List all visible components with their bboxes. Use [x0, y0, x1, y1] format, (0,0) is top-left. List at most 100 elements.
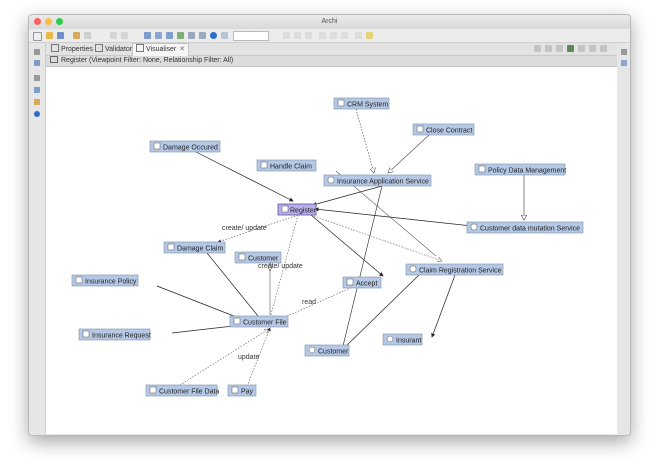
- realization-edge[interactable]: [171, 329, 269, 391]
- match-width-icon[interactable]: [355, 32, 362, 39]
- undo-icon[interactable]: [110, 32, 117, 39]
- node-label: Damage Claim: [177, 246, 223, 253]
- redo-icon[interactable]: [121, 32, 128, 39]
- node-customer-file[interactable]: Customer File: [229, 315, 289, 328]
- tab-label: Properties: [61, 46, 93, 53]
- node-close-contract[interactable]: Close Contract: [412, 123, 475, 136]
- node-claim-registration-service[interactable]: Claim Registration Service: [405, 263, 504, 276]
- node-label: Handle Claim: [270, 164, 312, 171]
- node-crm-system[interactable]: CRM System: [333, 97, 390, 110]
- view-menu-icon[interactable]: [578, 45, 585, 52]
- align-right-icon[interactable]: [305, 32, 312, 39]
- node-register[interactable]: Register: [277, 203, 317, 216]
- properties-icon: [51, 44, 59, 52]
- triggering-edge[interactable]: [310, 214, 384, 277]
- minimize-window-button[interactable]: [45, 18, 52, 25]
- align-left-icon[interactable]: [283, 32, 290, 39]
- node-insurance-application-service[interactable]: Insurance Application Service: [323, 174, 432, 187]
- composition-edge[interactable]: [206, 252, 262, 321]
- realization-edge[interactable]: [355, 108, 374, 173]
- triggering-edge[interactable]: [195, 151, 294, 202]
- new-icon[interactable]: [33, 32, 42, 41]
- tab-validator[interactable]: Validator: [92, 44, 135, 54]
- zoom-combo[interactable]: [233, 31, 269, 41]
- close-window-button[interactable]: [34, 18, 41, 25]
- node-label: Register: [290, 208, 317, 215]
- validator-icon[interactable]: [221, 32, 228, 39]
- role-icon: [386, 335, 394, 343]
- navigator-view-icon[interactable]: [177, 32, 184, 39]
- save-icon[interactable]: [57, 32, 64, 39]
- models-tree-icon[interactable]: [144, 32, 151, 39]
- align-bottom-icon[interactable]: [341, 32, 348, 39]
- visualiser-view-icon[interactable]: [199, 32, 206, 39]
- window-title: Archi: [321, 18, 338, 25]
- app-window: Archi: [28, 14, 631, 436]
- title-bar: Archi: [29, 15, 630, 29]
- node-insurance-request[interactable]: Insurance Request: [78, 328, 151, 341]
- model-tree-icon[interactable]: [34, 60, 40, 66]
- assignment-edge[interactable]: [431, 274, 456, 338]
- zoom-window-button[interactable]: [56, 18, 63, 25]
- node-policy-data-management[interactable]: Policy Data Management: [474, 163, 566, 176]
- tab-label: Validator: [105, 46, 133, 53]
- node-customer-role[interactable]: Customer: [304, 344, 350, 357]
- node-damage-claim[interactable]: Damage Claim: [163, 241, 226, 254]
- access-update-edge[interactable]: [245, 327, 271, 390]
- node-label: Close Contract: [426, 128, 472, 135]
- node-accept[interactable]: Accept: [342, 276, 382, 289]
- open-folder-icon[interactable]: [46, 32, 53, 39]
- node-insurant[interactable]: Insurant: [382, 333, 423, 346]
- node-label: Insurant: [396, 338, 421, 345]
- palette-view-icon[interactable]: [188, 32, 195, 39]
- palette-icon[interactable]: [621, 60, 627, 66]
- align-center-icon[interactable]: [294, 32, 301, 39]
- properties-view-icon[interactable]: [155, 32, 162, 39]
- forward-icon[interactable]: [556, 45, 563, 52]
- close-model-icon[interactable]: [84, 32, 91, 39]
- access-read-edge[interactable]: [275, 285, 356, 322]
- node-customer-object[interactable]: Customer: [234, 251, 282, 264]
- tab-visualiser[interactable]: Visualiser✕: [132, 43, 190, 56]
- align-middle-icon[interactable]: [330, 32, 337, 39]
- align-top-icon[interactable]: [319, 32, 326, 39]
- node-insurance-policy[interactable]: Insurance Policy: [71, 274, 139, 287]
- serving-edge[interactable]: [312, 185, 383, 207]
- tab-properties[interactable]: Properties: [48, 44, 96, 54]
- restore-lower-icon[interactable]: [34, 75, 40, 81]
- composition-edge[interactable]: [156, 285, 250, 323]
- hints-info-icon[interactable]: [34, 111, 40, 117]
- relationship-graph: create/ update create/ update read updat…: [71, 97, 584, 397]
- node-label: Policy Data Management: [488, 168, 566, 175]
- format-painter-icon[interactable]: [366, 32, 373, 39]
- node-customer-file-data[interactable]: Customer File Data: [145, 384, 219, 397]
- restore-icon[interactable]: [34, 49, 40, 55]
- pin-icon[interactable]: [534, 45, 541, 52]
- node-handle-claim[interactable]: Handle Claim: [256, 159, 317, 172]
- maximize-view-icon[interactable]: [600, 45, 607, 52]
- object-icon: [167, 243, 175, 251]
- edge-label-create-update: create/ update: [222, 225, 267, 232]
- serving-edge[interactable]: [341, 185, 383, 351]
- node-customer-data-mutation-service[interactable]: Customer data mutation Service: [466, 221, 584, 234]
- restore-right-icon[interactable]: [621, 49, 627, 55]
- minimize-view-icon[interactable]: [589, 45, 596, 52]
- access-edge[interactable]: [217, 214, 299, 243]
- node-label: Accept: [356, 281, 377, 288]
- realization-edge[interactable]: [388, 134, 430, 173]
- node-damage-occured[interactable]: Damage Occured: [149, 140, 221, 153]
- back-icon[interactable]: [545, 45, 552, 52]
- assignment-edge[interactable]: [341, 274, 420, 351]
- outline-view-icon[interactable]: [166, 32, 173, 39]
- close-tab-icon[interactable]: ✕: [179, 46, 186, 53]
- depth-icon[interactable]: [567, 45, 574, 52]
- component-icon: [478, 165, 486, 173]
- visualiser-canvas[interactable]: create/ update create/ update read updat…: [46, 67, 617, 434]
- node-pay[interactable]: Pay: [227, 384, 257, 397]
- outline-icon[interactable]: [34, 87, 40, 93]
- hints-icon[interactable]: [210, 32, 217, 39]
- navigator-icon[interactable]: [34, 99, 40, 105]
- open-model-icon[interactable]: [73, 32, 80, 39]
- realization-edge[interactable]: [310, 214, 442, 261]
- serving-edge[interactable]: [314, 207, 482, 228]
